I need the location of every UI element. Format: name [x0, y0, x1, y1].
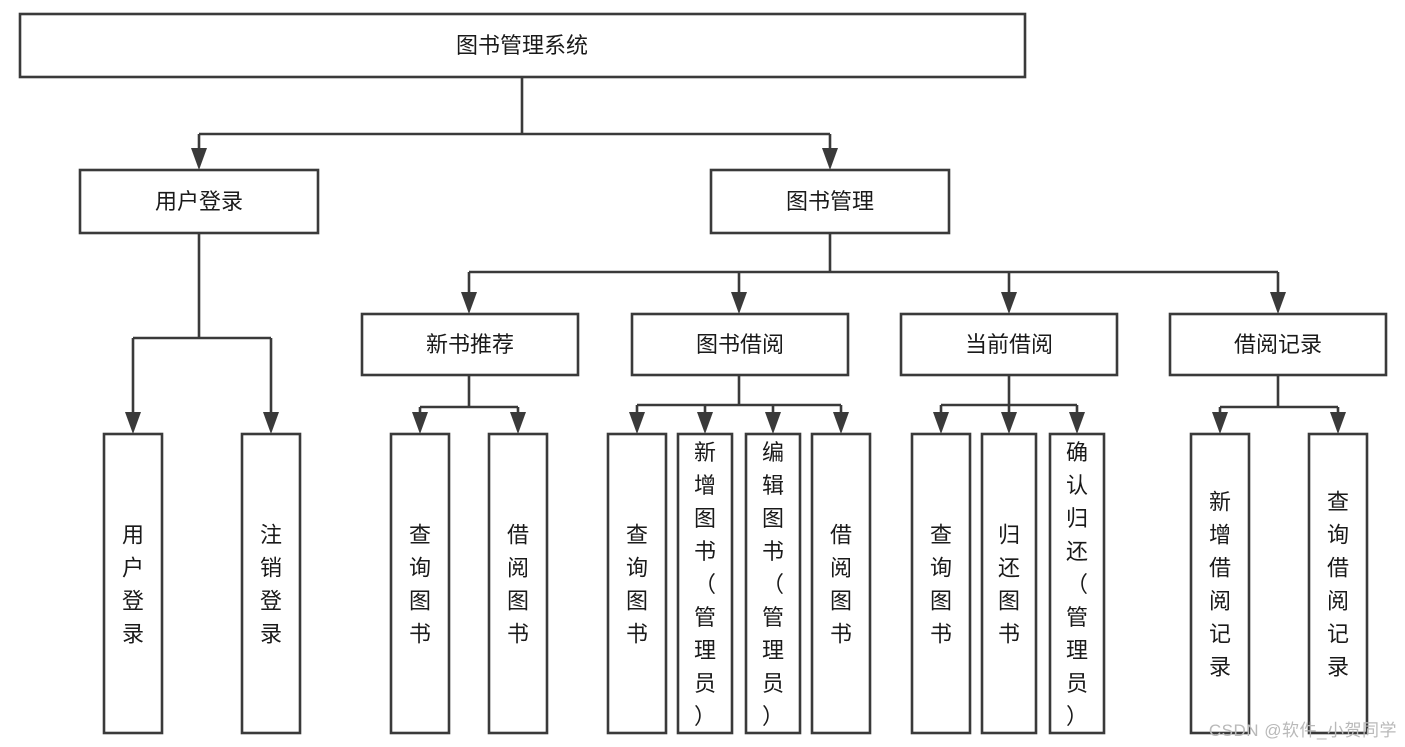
node-leaf-nbr-borrow-book[interactable]: 借阅图书 [487, 432, 549, 735]
node-leaf-nbr-query-book-box [389, 432, 451, 735]
arrowhead-cb-query [933, 412, 949, 434]
connector-group-user-login [125, 233, 279, 434]
connector-group-root [191, 77, 838, 170]
node-leaf-bb-borrow-book[interactable]: 借阅图书 [810, 432, 872, 735]
arrowhead-user-login [191, 148, 207, 170]
node-user-login-label: 用户登录 [155, 189, 243, 214]
node-leaf-cb-query-book-label: 查询图书 [930, 523, 952, 647]
node-leaf-cb-return-book[interactable]: 归还图书 [980, 432, 1038, 735]
node-current-borrow[interactable]: 当前借阅 [899, 312, 1119, 377]
node-leaf-cb-confirm-return-box [1048, 432, 1106, 735]
node-leaf-bb-query-book-label: 查询图书 [626, 523, 648, 647]
node-leaf-br-query-record-box [1307, 432, 1369, 735]
node-leaf-bb-edit-book[interactable]: 编辑图书（管理员） [744, 432, 802, 735]
node-current-borrow-box [899, 312, 1119, 377]
node-user-login-box [78, 168, 320, 235]
node-leaf-cb-return-book-label: 归还图书 [998, 523, 1020, 647]
node-leaf-logout[interactable]: 注销登录 [240, 432, 302, 735]
node-user-login[interactable]: 用户登录 [78, 168, 320, 235]
arrowhead-current-borrow [1001, 292, 1017, 314]
arrowhead-nbr-borrow [510, 412, 526, 434]
node-leaf-bb-edit-book-box [744, 432, 802, 735]
node-leaf-user-login-label: 用户登录 [122, 523, 144, 647]
node-root-box [18, 12, 1027, 79]
node-new-book-recommend-box [360, 312, 580, 377]
node-leaf-br-query-record-label: 查询借阅记录 [1327, 490, 1349, 680]
node-leaf-cb-return-book-box [980, 432, 1038, 735]
node-leaf-cb-confirm-return[interactable]: 确认归还（管理员） [1048, 432, 1106, 735]
node-new-book-recommend[interactable]: 新书推荐 [360, 312, 580, 377]
node-leaf-bb-add-book[interactable]: 新增图书（管理员） [676, 432, 734, 735]
node-leaf-cb-confirm-return-label: 确认归还（管理员） [1066, 440, 1088, 729]
arrowhead-bb-edit [765, 412, 781, 434]
node-current-borrow-label: 当前借阅 [965, 332, 1053, 357]
node-leaf-br-add-record-box [1189, 432, 1251, 735]
node-leaf-br-add-record-label: 新增借阅记录 [1209, 490, 1231, 680]
connector-group-book-manage [461, 233, 1286, 314]
node-leaf-nbr-borrow-book-box [487, 432, 549, 735]
node-root-system[interactable]: 图书管理系统 [18, 12, 1027, 79]
arrowhead-cb-confirm [1069, 412, 1085, 434]
arrowhead-borrow-record [1270, 292, 1286, 314]
node-leaf-bb-edit-book-label: 编辑图书（管理员） [762, 440, 784, 729]
connector-group-book-borrow [629, 375, 849, 434]
arrowhead-cb-return [1001, 412, 1017, 434]
node-leaf-cb-query-book-box [910, 432, 972, 735]
arrowhead-leaf-user-login [125, 412, 141, 434]
arrowhead-nbr-query [412, 412, 428, 434]
arrowhead-leaf-logout [263, 412, 279, 434]
arrowhead-bb-query [629, 412, 645, 434]
arrowhead-bb-add [697, 412, 713, 434]
node-borrow-record[interactable]: 借阅记录 [1168, 312, 1388, 377]
node-book-borrow-label: 图书借阅 [696, 332, 784, 357]
arrowhead-book-borrow [731, 292, 747, 314]
arrowhead-bb-borrow [833, 412, 849, 434]
node-leaf-cb-query-book[interactable]: 查询图书 [910, 432, 972, 735]
node-borrow-record-label: 借阅记录 [1234, 332, 1322, 357]
node-leaf-bb-query-book-box [606, 432, 668, 735]
node-leaf-nbr-query-book-label: 查询图书 [409, 523, 431, 647]
connector-group-borrow-record [1212, 375, 1346, 434]
node-leaf-logout-label: 注销登录 [260, 523, 282, 647]
node-leaf-bb-query-book[interactable]: 查询图书 [606, 432, 668, 735]
node-new-book-recommend-label: 新书推荐 [426, 332, 514, 357]
arrowhead-book-manage [822, 148, 838, 170]
connector-group-new-book-rec [412, 375, 526, 434]
node-leaf-bb-borrow-book-label: 借阅图书 [830, 523, 852, 647]
node-leaf-bb-borrow-book-box [810, 432, 872, 735]
node-leaf-logout-box [240, 432, 302, 735]
node-leaf-nbr-borrow-book-label: 借阅图书 [507, 523, 529, 647]
node-leaf-br-add-record[interactable]: 新增借阅记录 [1189, 432, 1251, 735]
node-book-borrow[interactable]: 图书借阅 [630, 312, 850, 377]
connector-group-current-borrow [933, 375, 1085, 434]
node-book-manage-box [709, 168, 951, 235]
node-leaf-bb-add-book-label: 新增图书（管理员） [694, 440, 716, 729]
arrowhead-br-add [1212, 412, 1228, 434]
node-leaf-user-login-box [102, 432, 164, 735]
arrowhead-br-query [1330, 412, 1346, 434]
node-book-manage-label: 图书管理 [786, 189, 874, 214]
node-borrow-record-box [1168, 312, 1388, 377]
node-leaf-user-login[interactable]: 用户登录 [102, 432, 164, 735]
node-leaf-br-query-record[interactable]: 查询借阅记录 [1307, 432, 1369, 735]
node-root-label: 图书管理系统 [456, 33, 588, 58]
arrowhead-new-book-rec [461, 292, 477, 314]
node-leaf-nbr-query-book[interactable]: 查询图书 [389, 432, 451, 735]
node-book-manage[interactable]: 图书管理 [709, 168, 951, 235]
node-book-borrow-box [630, 312, 850, 377]
node-leaf-bb-add-book-box [676, 432, 734, 735]
